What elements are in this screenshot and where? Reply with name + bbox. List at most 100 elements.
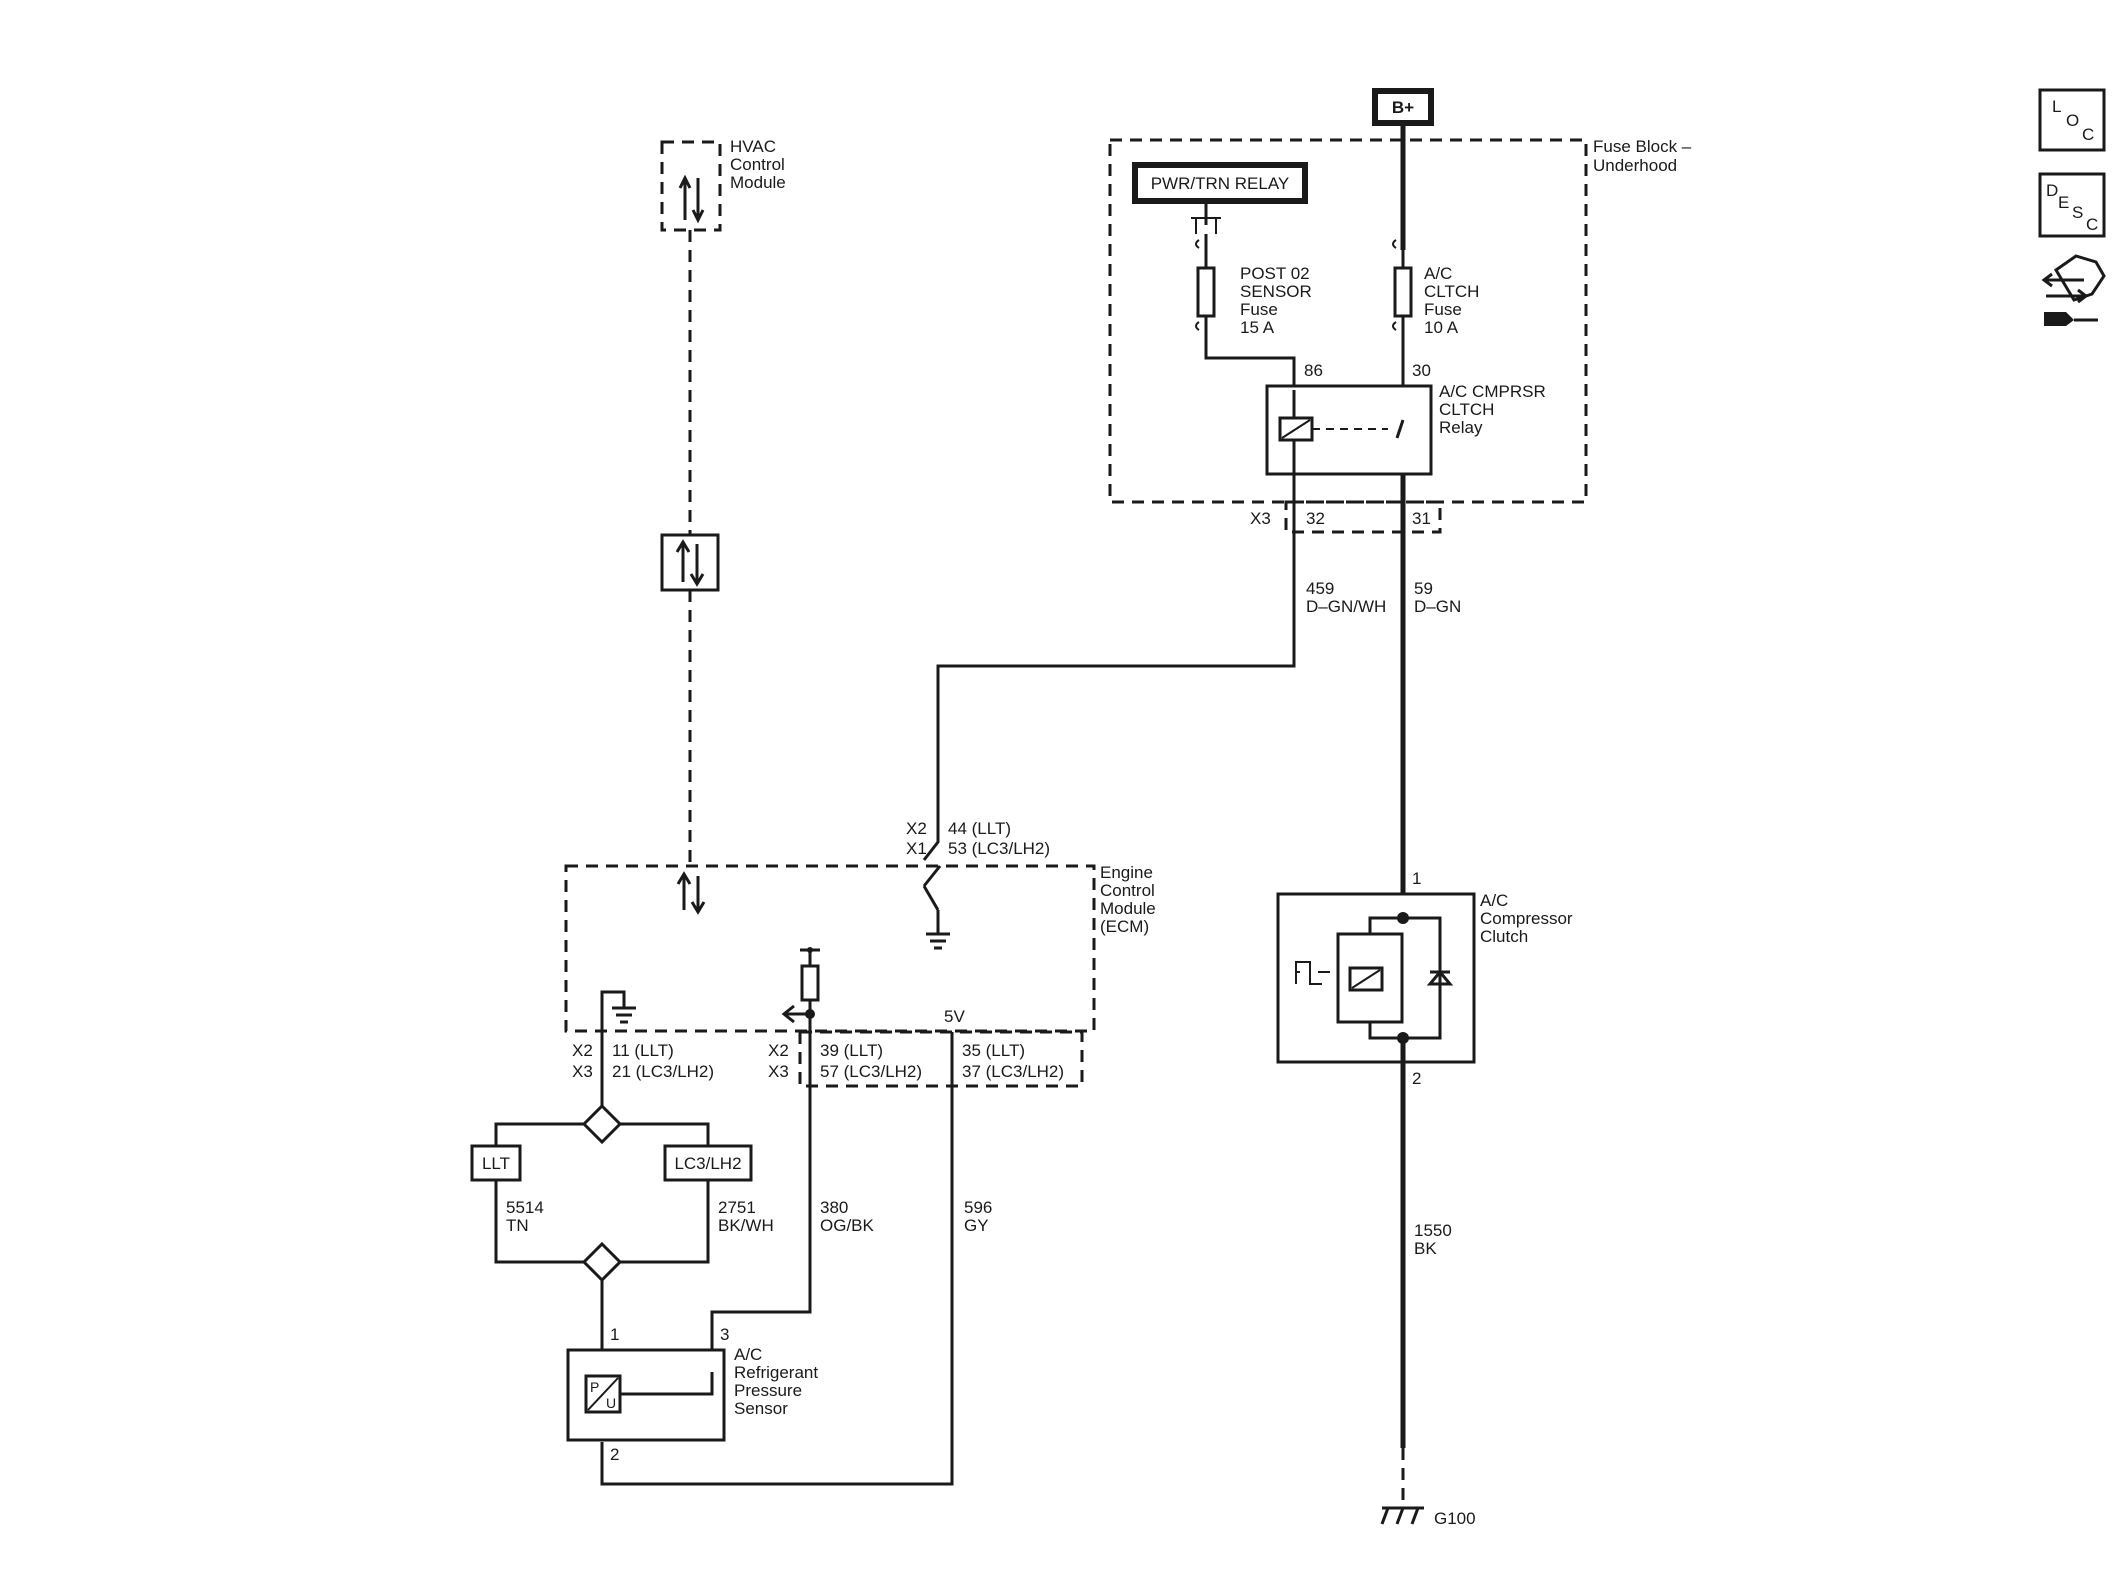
- serial-data-arrows-icon: [660, 533, 720, 592]
- ecm-top-conn-2: X1: [906, 839, 927, 858]
- ac-pressure-sensor: P U: [566, 1348, 726, 1442]
- ac-cltch-fuse-label-4: 10 A: [1424, 318, 1459, 337]
- fuse-block-name-1: Fuse Block –: [1593, 137, 1692, 156]
- ecm-left-pin-2: 21 (LC3/LH2): [612, 1062, 714, 1081]
- wire-380: [710, 1032, 812, 1372]
- hvac-name-1: HVAC: [730, 137, 776, 156]
- desc-letter-e: E: [2058, 193, 2069, 212]
- ecm-left-conn-2: X3: [572, 1062, 593, 1081]
- sensor-pin-3: 3: [720, 1325, 729, 1344]
- loc-letter-c: C: [2082, 125, 2094, 144]
- ecm-data-arrows-icon: [676, 871, 706, 915]
- ecm-name-2: Control: [1100, 881, 1155, 900]
- desc-letter-d: D: [2046, 181, 2058, 200]
- wire-2751-label-1: 2751: [718, 1198, 756, 1217]
- relay-pin-86: 86: [1304, 361, 1323, 380]
- b-plus-label: B+: [1392, 98, 1414, 117]
- sensor-symbol-u: U: [606, 1395, 616, 1411]
- ac-cltch-fuse-label-1: A/C: [1424, 264, 1452, 283]
- pin-32-label: 32: [1306, 509, 1325, 528]
- g100-ground-icon: [1380, 1506, 1424, 1525]
- wire-459-label-1: 459: [1306, 579, 1334, 598]
- location-icon[interactable]: L O C: [2038, 88, 2106, 152]
- clutch-name-2: Compressor: [1480, 909, 1573, 928]
- ac-cltch-fuse-label-3: Fuse: [1424, 300, 1462, 319]
- ecm-low-side-switch: [922, 865, 950, 950]
- hvac-data-arrows-icon: [678, 174, 705, 224]
- ecm-right-pin-2: 37 (LC3/LH2): [962, 1062, 1064, 1081]
- lc3-option-label: LC3/LH2: [674, 1154, 741, 1173]
- ecm-top-pin-1: 44 (LLT): [948, 819, 1011, 838]
- wire-596-label-1: 596: [964, 1198, 992, 1217]
- relay-name-3: Relay: [1439, 418, 1483, 437]
- ecm-sensor-ground: [600, 990, 636, 1032]
- pwr-trn-relay-box: PWR/TRN RELAY: [1132, 162, 1308, 204]
- desc-letter-s: S: [2072, 203, 2083, 222]
- wire-59-label-2: D–GN: [1414, 597, 1461, 616]
- b-plus-terminal: B+: [1372, 88, 1434, 126]
- pin-31-label: 31: [1412, 509, 1431, 528]
- ecm-name-3: Module: [1100, 899, 1156, 918]
- sensor-name-1: A/C: [734, 1345, 762, 1364]
- ecm-name-1: Engine: [1100, 863, 1153, 882]
- sensor-name-3: Pressure: [734, 1381, 802, 1400]
- ac-cltch-fuse: [1392, 239, 1413, 390]
- relay-name-1: A/C CMPRSR: [1439, 382, 1546, 401]
- wire-59-label-1: 59: [1414, 579, 1433, 598]
- ecm-mid-pin-2: 57 (LC3/LH2): [820, 1062, 922, 1081]
- option-split-wires: [494, 1122, 710, 1264]
- ecm-mid-conn-1: X2: [768, 1041, 789, 1060]
- hvac-name-2: Control: [730, 155, 785, 174]
- sensor-name-2: Refrigerant: [734, 1363, 818, 1382]
- x3-fuse-connector: [1284, 500, 1442, 534]
- g100-label: G100: [1434, 1509, 1476, 1528]
- ac-compressor-clutch: [1276, 892, 1476, 1064]
- ecm-left-pin-1: 11 (LLT): [612, 1041, 674, 1060]
- ecm-top-pin-2: 53 (LC3/LH2): [948, 839, 1050, 858]
- loc-letter-o: O: [2066, 111, 2079, 130]
- wire-459-label-2: D–GN/WH: [1306, 597, 1386, 616]
- ac-cmprsr-cltch-relay: [1265, 384, 1433, 476]
- ecm-pull-up-resistor: [781, 947, 820, 1032]
- llt-option-label: LLT: [482, 1154, 510, 1173]
- pwr-trn-relay-label: PWR/TRN RELAY: [1151, 174, 1290, 193]
- hvac-module-outline: [660, 140, 722, 232]
- ecm-right-pin-1: 35 (LLT): [962, 1041, 1025, 1060]
- llt-option-box: LLT: [470, 1144, 522, 1182]
- clutch-pin-2: 2: [1412, 1069, 1421, 1088]
- clutch-name-1: A/C: [1480, 891, 1508, 910]
- wire-596: [600, 1032, 954, 1486]
- sensor-pin-1: 1: [610, 1325, 619, 1344]
- wire-2751-label-2: BK/WH: [718, 1216, 774, 1235]
- fuse-block-name-2: Underhood: [1593, 156, 1677, 175]
- wire-1550-label-2: BK: [1414, 1239, 1437, 1258]
- ecm-top-conn-1: X2: [906, 819, 927, 838]
- x3-conn-label: X3: [1250, 509, 1271, 528]
- sensor-pin-2: 2: [610, 1445, 619, 1464]
- relay-pin-30: 30: [1412, 361, 1431, 380]
- clutch-name-3: Clutch: [1480, 927, 1528, 946]
- ecm-left-conn-1: X2: [572, 1041, 593, 1060]
- ecm-mid-conn-2: X3: [768, 1062, 789, 1081]
- description-icon[interactable]: D E S C: [2038, 172, 2106, 238]
- loc-letter-l: L: [2052, 97, 2061, 116]
- wire-380-label-1: 380: [820, 1198, 848, 1217]
- wire-380-label-2: OG/BK: [820, 1216, 875, 1235]
- sensor-name-4: Sensor: [734, 1399, 788, 1418]
- wire-5514-label-2: TN: [506, 1216, 529, 1235]
- relay-name-2: CLTCH: [1439, 400, 1494, 419]
- wire-5514-label-1: 5514: [506, 1198, 544, 1217]
- connector-repair-icon[interactable]: [2041, 254, 2106, 326]
- post02-fuse-label-1: POST 02: [1240, 264, 1310, 283]
- wire-459: [922, 474, 1296, 861]
- ecm-outline: [564, 864, 1096, 1033]
- ecm-5v-label: 5V: [944, 1007, 965, 1026]
- ecm-x2x3-connector: [798, 1030, 1084, 1088]
- post02-fuse-label-4: 15 A: [1240, 318, 1275, 337]
- sensor-symbol-p: P: [590, 1379, 599, 1395]
- clutch-pin-1: 1: [1412, 869, 1421, 888]
- ecm-name-4: (ECM): [1100, 917, 1149, 936]
- wire-1550-label-1: 1550: [1414, 1221, 1452, 1240]
- hvac-name-3: Module: [730, 173, 786, 192]
